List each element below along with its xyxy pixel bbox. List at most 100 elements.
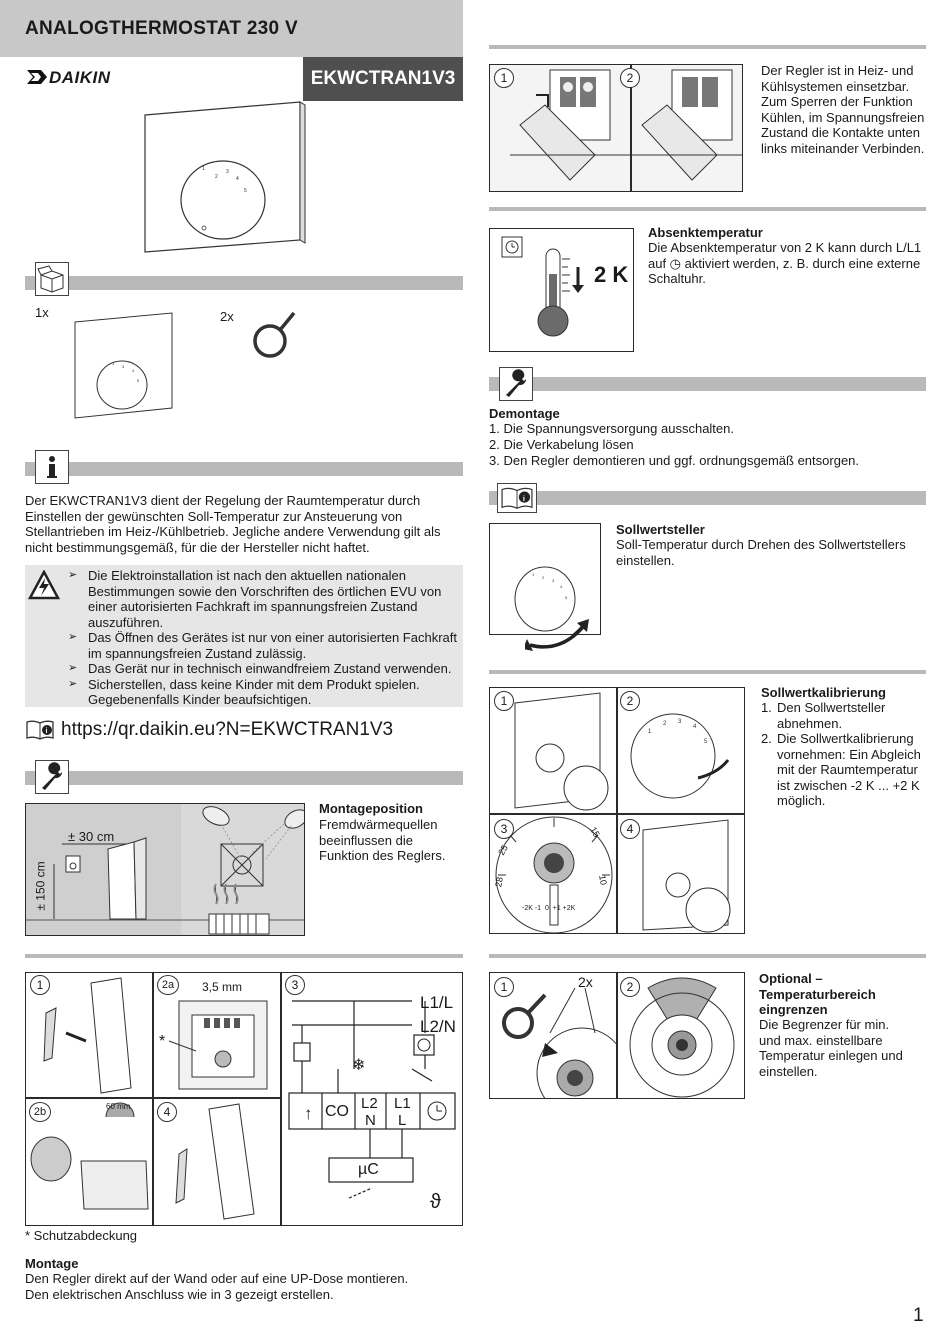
package-icon [35, 262, 69, 296]
mount-step-2b: 60 mm [25, 1098, 153, 1226]
warning-item: Das Öffnen des Gerätes ist nur von einer… [66, 630, 461, 661]
section-bar-info [25, 462, 463, 476]
footnote-protective-cover: * Schutzabdeckung [25, 1228, 138, 1243]
manual-book-icon: i [26, 720, 54, 740]
scale-label: 28 [493, 876, 505, 888]
step-number: 4 [620, 819, 640, 839]
package-qty-thermostat: 1x [35, 305, 49, 320]
terminal-n-block: N [365, 1112, 376, 1129]
svg-text:5: 5 [244, 188, 247, 194]
mounting-position-figure: ± 30 cm ± 150 cm [25, 803, 305, 936]
thermostat-product-image: 1 2 3 45 [144, 101, 306, 253]
header-band [0, 0, 463, 57]
montage-title: Montage [25, 1256, 79, 1271]
svg-text:i: i [523, 494, 525, 503]
qr-url-link[interactable]: https://qr.daikin.eu?N=EKWCTRAN1V3 [61, 719, 394, 740]
svg-text:1: 1 [648, 729, 652, 735]
step-number: 2a [157, 975, 179, 995]
svg-text:1: 1 [202, 166, 205, 172]
page-title: ANALOGTHERMOSTAT 230 V [25, 18, 298, 39]
mount-step-1 [25, 972, 153, 1098]
calibration-step-3: 25 28 15 10 -2K -1 0 +1 +2K [489, 814, 617, 934]
warning-item: Die Elektroinstallation ist nach den akt… [66, 568, 461, 630]
scale-label: 10 [597, 874, 609, 886]
box-size-label: 60 mm [106, 1102, 131, 1111]
section-bar-demontage [489, 377, 926, 391]
setback-title: Absenktemperatur [648, 225, 763, 240]
montage-line: Den elektrischen Anschluss wie in 3 geze… [25, 1287, 334, 1302]
step-number: 2 [620, 977, 640, 997]
intro-text: Der EKWCTRAN1V3 dient der Regelung der R… [25, 493, 441, 555]
setback-value: 2 K [594, 262, 629, 287]
setback-text: Die Absenktemperatur von 2 K kann durch … [648, 240, 922, 286]
terminal-l1-block: L1 [394, 1095, 411, 1112]
montage-line: Den Regler direkt auf der Wand oder auf … [25, 1271, 409, 1286]
svg-text:2: 2 [542, 575, 545, 580]
calibration-step-text: Die Sollwertkalibrierung vornehmen: Ein … [777, 731, 921, 808]
terminal-l2-label: L2/N [420, 1017, 456, 1036]
screw-size-label: 3,5 mm [202, 980, 243, 994]
step-number: 1 [30, 975, 50, 995]
mount-step-2a: 3,5 mm * [153, 972, 281, 1098]
svg-text:❄: ❄ [352, 1057, 365, 1074]
model-badge: EKWCTRAN1V3 [303, 57, 463, 101]
setpoint-text: Soll-Temperatur durch Drehen des Sollwer… [616, 537, 906, 568]
electrical-warning-icon [28, 570, 60, 600]
wrench-icon [499, 367, 533, 401]
calibration-step-text: Den Sollwertsteller abnehmen. [777, 700, 886, 731]
info-icon [35, 450, 69, 484]
section-bar-package [25, 276, 463, 290]
terminal-l2-block: L2 [361, 1095, 378, 1112]
brand-name: DAIKIN [49, 68, 111, 87]
terminal-co-label: CO [325, 1103, 349, 1120]
calibration-title: Sollwertkalibrierung [761, 685, 886, 700]
svg-text:3: 3 [552, 578, 555, 583]
separator [489, 954, 926, 958]
svg-text:5: 5 [137, 378, 140, 383]
microcontroller-label: µC [358, 1161, 379, 1178]
step-number: 4 [157, 1102, 177, 1122]
step-number: 2b [29, 1102, 51, 1122]
svg-text:5: 5 [704, 739, 708, 745]
svg-text:2: 2 [663, 721, 667, 727]
protective-cover-star: * [159, 1033, 166, 1050]
terminal-l1-label: L1/L [420, 993, 454, 1012]
step-number: 1 [494, 977, 514, 997]
calibration-step-num: 2. [761, 731, 772, 746]
limiter-qty: 2x [578, 974, 593, 990]
mount-step-4 [153, 1098, 281, 1226]
svg-text:5: 5 [565, 595, 568, 600]
terminal-l-block: L [398, 1112, 407, 1129]
warning-item: Sicherstellen, dass keine Kinder mit dem… [66, 677, 461, 708]
warning-item: Das Gerät nur in technisch einwandfreiem… [66, 661, 461, 677]
separator [25, 954, 463, 958]
offset-scale: -2K -1 0 +1 +2K [522, 905, 576, 912]
demontage-step: 2. Die Verkabelung lösen [489, 437, 634, 452]
demontage-step: 3. Den Regler demontieren und ggf. ordnu… [489, 453, 860, 468]
temperature-sensor-symbol: ϑ [430, 1191, 441, 1213]
step-number: 3 [285, 975, 305, 995]
step-number: 3 [494, 819, 514, 839]
step-number: 1 [494, 68, 514, 88]
limiter-ring-image [253, 311, 296, 358]
svg-text:4: 4 [236, 176, 239, 182]
daikin-logo-icon [27, 70, 47, 84]
separator [489, 207, 926, 211]
svg-text:3: 3 [226, 169, 229, 175]
svg-text:i: i [46, 728, 48, 735]
warning-list: Die Elektroinstallation ist nach den akt… [66, 568, 461, 708]
dim-vertical: ± 150 cm [33, 861, 48, 911]
wrench-icon [35, 760, 69, 794]
setback-figure: 2 K [489, 228, 634, 352]
mode-text: Der Regler ist in Heiz- und Kühlsystemen… [761, 63, 925, 156]
model-label: EKWCTRAN1V3 [310, 68, 456, 89]
section-bar-mounting-position [25, 771, 463, 785]
range-step-2 [617, 972, 745, 1099]
svg-text:3: 3 [678, 719, 682, 725]
mode-figure-2 [631, 64, 743, 192]
svg-text:2: 2 [215, 174, 218, 180]
svg-text:↑: ↑ [304, 1104, 313, 1123]
